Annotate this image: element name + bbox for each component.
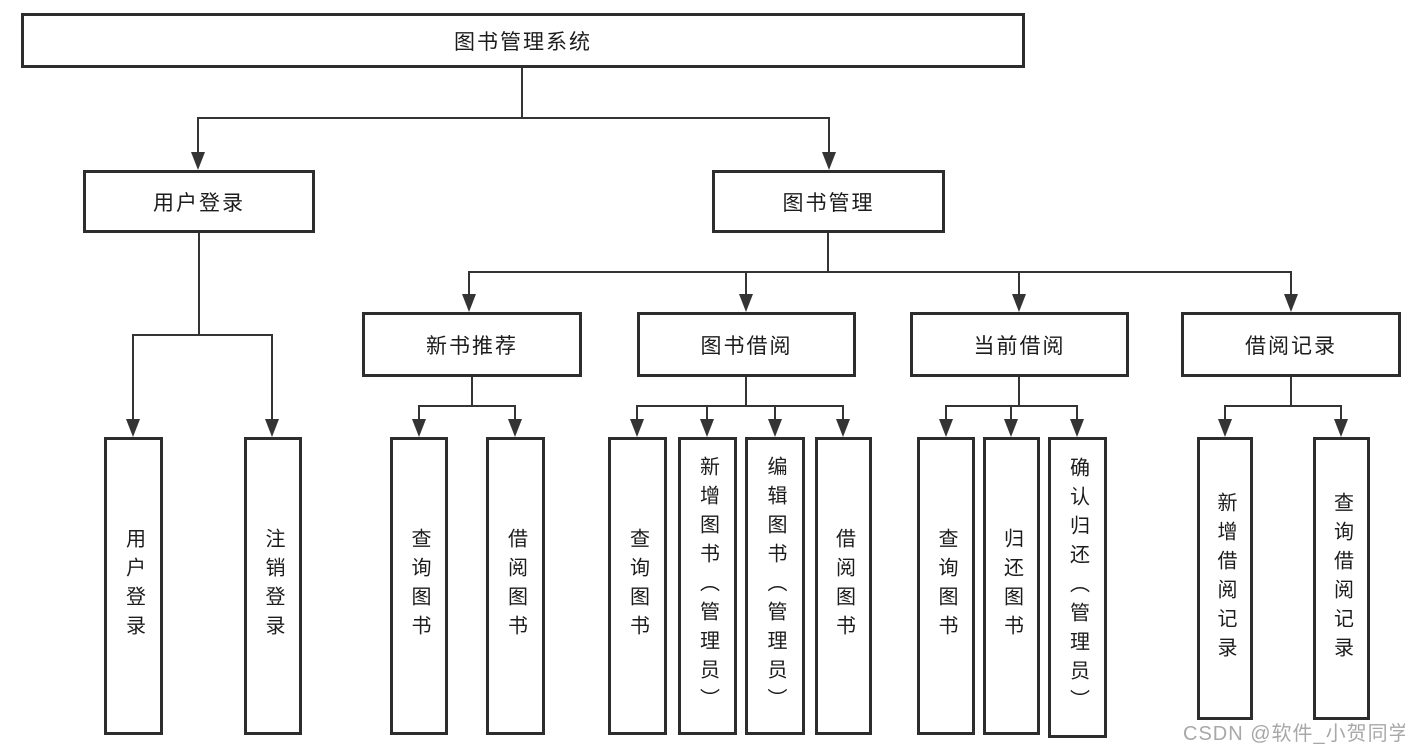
arrow-down-icon bbox=[1070, 419, 1084, 437]
node-new-book-recommendation-label: 新书推荐 bbox=[426, 334, 518, 358]
arrow-down-icon bbox=[822, 152, 836, 170]
connector-line bbox=[471, 377, 473, 407]
connector-line bbox=[132, 334, 134, 419]
connector-line bbox=[706, 405, 708, 421]
connector-line bbox=[636, 405, 638, 421]
connector-line bbox=[468, 271, 1292, 273]
leaf-logout-label: 注销登录 bbox=[262, 528, 284, 644]
arrow-down-icon bbox=[191, 152, 205, 170]
connector-line bbox=[521, 68, 523, 118]
arrow-down-icon bbox=[1284, 294, 1298, 312]
connector-line bbox=[514, 405, 516, 421]
csdn-watermark: CSDN @软件_小贺同学 bbox=[1183, 723, 1405, 745]
node-root: 图书管理系统 bbox=[21, 13, 1025, 68]
arrow-down-icon bbox=[700, 419, 714, 437]
node-current-borrowing-label: 当前借阅 bbox=[973, 334, 1066, 358]
leaf-borrow-books-recommend: 借阅图书 bbox=[486, 437, 545, 735]
connector-line bbox=[418, 405, 516, 407]
connector-line bbox=[1340, 405, 1342, 421]
arrow-down-icon bbox=[462, 294, 476, 312]
leaf-edit-books-admin: 编辑图书（管理员） bbox=[745, 437, 805, 735]
node-current-borrowing: 当前借阅 bbox=[910, 312, 1129, 377]
leaf-user-login: 用户登录 bbox=[104, 437, 163, 735]
leaf-return-books-label: 归还图书 bbox=[1000, 528, 1023, 644]
node-book-borrowing-label: 图书借阅 bbox=[700, 334, 793, 358]
leaf-add-borrow-record-label: 新增借阅记录 bbox=[1214, 491, 1236, 666]
leaf-borrow-books-label: 借阅图书 bbox=[832, 528, 855, 644]
connector-line bbox=[1076, 405, 1078, 421]
connector-line bbox=[271, 334, 273, 419]
node-book-management: 图书管理 bbox=[712, 170, 945, 233]
connector-line bbox=[1290, 377, 1292, 407]
arrow-down-icon bbox=[630, 419, 644, 437]
connector-line bbox=[827, 233, 829, 273]
arrow-down-icon bbox=[412, 419, 426, 437]
connector-line bbox=[197, 117, 199, 154]
node-new-book-recommendation: 新书推荐 bbox=[362, 312, 582, 377]
arrow-down-icon bbox=[836, 419, 850, 437]
arrow-down-icon bbox=[939, 419, 953, 437]
connector-line bbox=[1018, 271, 1020, 295]
leaf-query-books-recommend: 查询图书 bbox=[390, 437, 448, 735]
leaf-borrow-books-recommend-label: 借阅图书 bbox=[504, 528, 527, 644]
leaf-query-books-current-label: 查询图书 bbox=[935, 528, 957, 644]
arrow-down-icon bbox=[1004, 419, 1018, 437]
arrow-down-icon bbox=[508, 419, 522, 437]
arrow-down-icon bbox=[739, 294, 753, 312]
connector-line bbox=[745, 271, 747, 295]
arrow-down-icon bbox=[265, 419, 279, 437]
leaf-query-books-current: 查询图书 bbox=[917, 437, 975, 735]
leaf-edit-books-admin-label: 编辑图书（管理员） bbox=[764, 455, 786, 717]
arrow-down-icon bbox=[1012, 294, 1026, 312]
leaf-add-books-admin: 新增图书（管理员） bbox=[678, 437, 737, 735]
connector-line bbox=[945, 405, 947, 421]
leaf-borrow-books: 借阅图书 bbox=[815, 437, 872, 735]
leaf-query-books-recommend-label: 查询图书 bbox=[408, 528, 430, 644]
leaf-user-login-label: 用户登录 bbox=[122, 528, 145, 644]
connector-line bbox=[1224, 405, 1226, 421]
connector-line bbox=[1290, 271, 1292, 295]
arrow-down-icon bbox=[1218, 419, 1232, 437]
leaf-confirm-return-admin-label: 确认归还（管理员） bbox=[1066, 457, 1089, 718]
arrow-down-icon bbox=[768, 419, 782, 437]
connector-line bbox=[418, 405, 420, 421]
connector-line bbox=[745, 377, 747, 407]
leaf-return-books: 归还图书 bbox=[983, 437, 1040, 735]
leaf-query-borrow-record-label: 查询借阅记录 bbox=[1330, 491, 1353, 666]
node-user-login-label: 用户登录 bbox=[153, 191, 245, 215]
arrow-down-icon bbox=[126, 419, 140, 437]
connector-line bbox=[198, 233, 200, 336]
leaf-query-books-borrowing: 查询图书 bbox=[608, 437, 667, 735]
connector-line bbox=[468, 271, 470, 295]
connector-line bbox=[636, 405, 844, 407]
node-root-label: 图书管理系统 bbox=[454, 30, 592, 54]
arrow-down-icon bbox=[1334, 419, 1348, 437]
connector-line bbox=[842, 405, 844, 421]
connector-line bbox=[1224, 405, 1342, 407]
leaf-query-borrow-record: 查询借阅记录 bbox=[1313, 437, 1370, 720]
connector-line bbox=[1010, 405, 1012, 421]
connector-line bbox=[774, 405, 776, 421]
leaf-add-books-admin-label: 新增图书（管理员） bbox=[696, 455, 719, 717]
connector-line bbox=[197, 117, 830, 119]
node-user-login: 用户登录 bbox=[83, 170, 315, 233]
node-borrowing-records-label: 借阅记录 bbox=[1245, 334, 1337, 358]
leaf-confirm-return-admin: 确认归还（管理员） bbox=[1048, 437, 1107, 738]
leaf-logout: 注销登录 bbox=[244, 437, 302, 735]
connector-line bbox=[1018, 377, 1020, 407]
leaf-add-borrow-record: 新增借阅记录 bbox=[1197, 437, 1253, 720]
node-book-management-label: 图书管理 bbox=[782, 191, 875, 215]
node-borrowing-records: 借阅记录 bbox=[1181, 312, 1401, 377]
leaf-query-books-borrowing-label: 查询图书 bbox=[626, 528, 649, 644]
connector-line bbox=[828, 117, 830, 154]
node-book-borrowing: 图书借阅 bbox=[637, 312, 856, 377]
connector-line bbox=[132, 334, 273, 336]
